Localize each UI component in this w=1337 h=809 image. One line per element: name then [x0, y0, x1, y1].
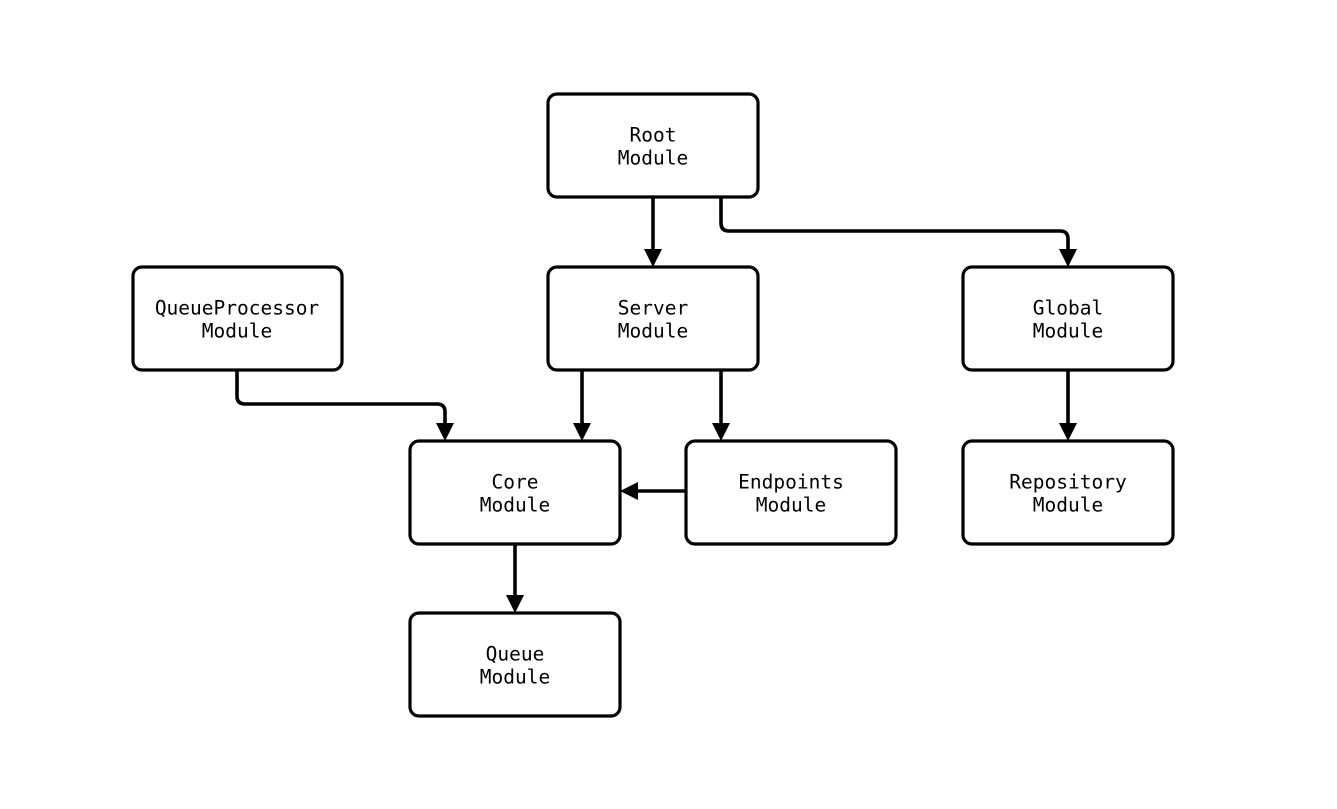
node-repository-module-label-line1: Repository — [1009, 471, 1126, 494]
node-queueprocessor-module[interactable]: QueueProcessor Module — [131, 265, 344, 372]
edge-root-to-global-line — [719, 197, 1070, 250]
node-root-module[interactable]: Root Module — [546, 92, 760, 199]
edge-core-to-queue-arrowhead — [506, 595, 524, 613]
node-queue-module-label-line2: Module — [480, 666, 550, 689]
node-server-module-box[interactable] — [546, 265, 760, 372]
node-queue-module-label-line1: Queue — [486, 643, 545, 666]
node-server-module[interactable]: Server Module — [546, 265, 760, 372]
node-queue-module[interactable]: Queue Module — [408, 611, 622, 718]
edge-core-to-queue — [506, 544, 524, 613]
node-server-module-label-line2: Module — [618, 320, 688, 343]
node-queueprocessor-module-box[interactable] — [131, 265, 344, 372]
node-endpoints-module-label-line2: Module — [756, 494, 826, 517]
node-root-module-box[interactable] — [546, 92, 760, 199]
node-core-module-label-line1: Core — [492, 471, 539, 494]
edge-root-to-global — [719, 197, 1077, 267]
node-root-module-label-line1: Root — [630, 124, 677, 147]
edge-global-to-repository — [1059, 370, 1077, 441]
node-queue-module-box[interactable] — [408, 611, 622, 718]
edge-server-to-core — [573, 370, 591, 441]
node-repository-module[interactable]: Repository Module — [961, 439, 1175, 546]
node-queueprocessor-module-label-line1: QueueProcessor — [155, 297, 319, 320]
edge-server-to-endpoints — [712, 370, 730, 441]
edge-queueprocessor-to-core-line — [235, 370, 447, 424]
node-global-module-label-line2: Module — [1033, 320, 1103, 343]
node-core-module-label-line2: Module — [480, 494, 550, 517]
edge-root-to-global-arrowhead — [1059, 249, 1077, 267]
edge-global-to-repository-arrowhead — [1059, 423, 1077, 441]
node-endpoints-module-label-line1: Endpoints — [738, 471, 844, 494]
edge-queueprocessor-to-core-arrowhead — [436, 423, 454, 441]
node-endpoints-module[interactable]: Endpoints Module — [684, 439, 898, 546]
edge-queueprocessor-to-core — [235, 370, 454, 441]
edge-root-to-server-arrowhead — [644, 249, 662, 267]
edge-endpoints-to-core — [620, 482, 686, 500]
node-root-module-label-line2: Module — [618, 147, 688, 170]
node-layer: Root Module QueueProcessor Module Server… — [131, 92, 1175, 718]
node-queueprocessor-module-label-line2: Module — [202, 320, 272, 343]
node-global-module[interactable]: Global Module — [961, 265, 1175, 372]
edge-layer — [235, 197, 1077, 613]
node-repository-module-label-line2: Module — [1033, 494, 1103, 517]
edge-root-to-server — [644, 197, 662, 267]
node-endpoints-module-box[interactable] — [684, 439, 898, 546]
node-core-module-box[interactable] — [408, 439, 622, 546]
node-repository-module-box[interactable] — [961, 439, 1175, 546]
node-global-module-label-line1: Global — [1033, 297, 1103, 320]
node-server-module-label-line1: Server — [618, 297, 688, 320]
edge-server-to-endpoints-arrowhead — [712, 423, 730, 441]
edge-endpoints-to-core-arrowhead — [620, 482, 638, 500]
edge-server-to-core-arrowhead — [573, 423, 591, 441]
node-core-module[interactable]: Core Module — [408, 439, 622, 546]
node-global-module-box[interactable] — [961, 265, 1175, 372]
